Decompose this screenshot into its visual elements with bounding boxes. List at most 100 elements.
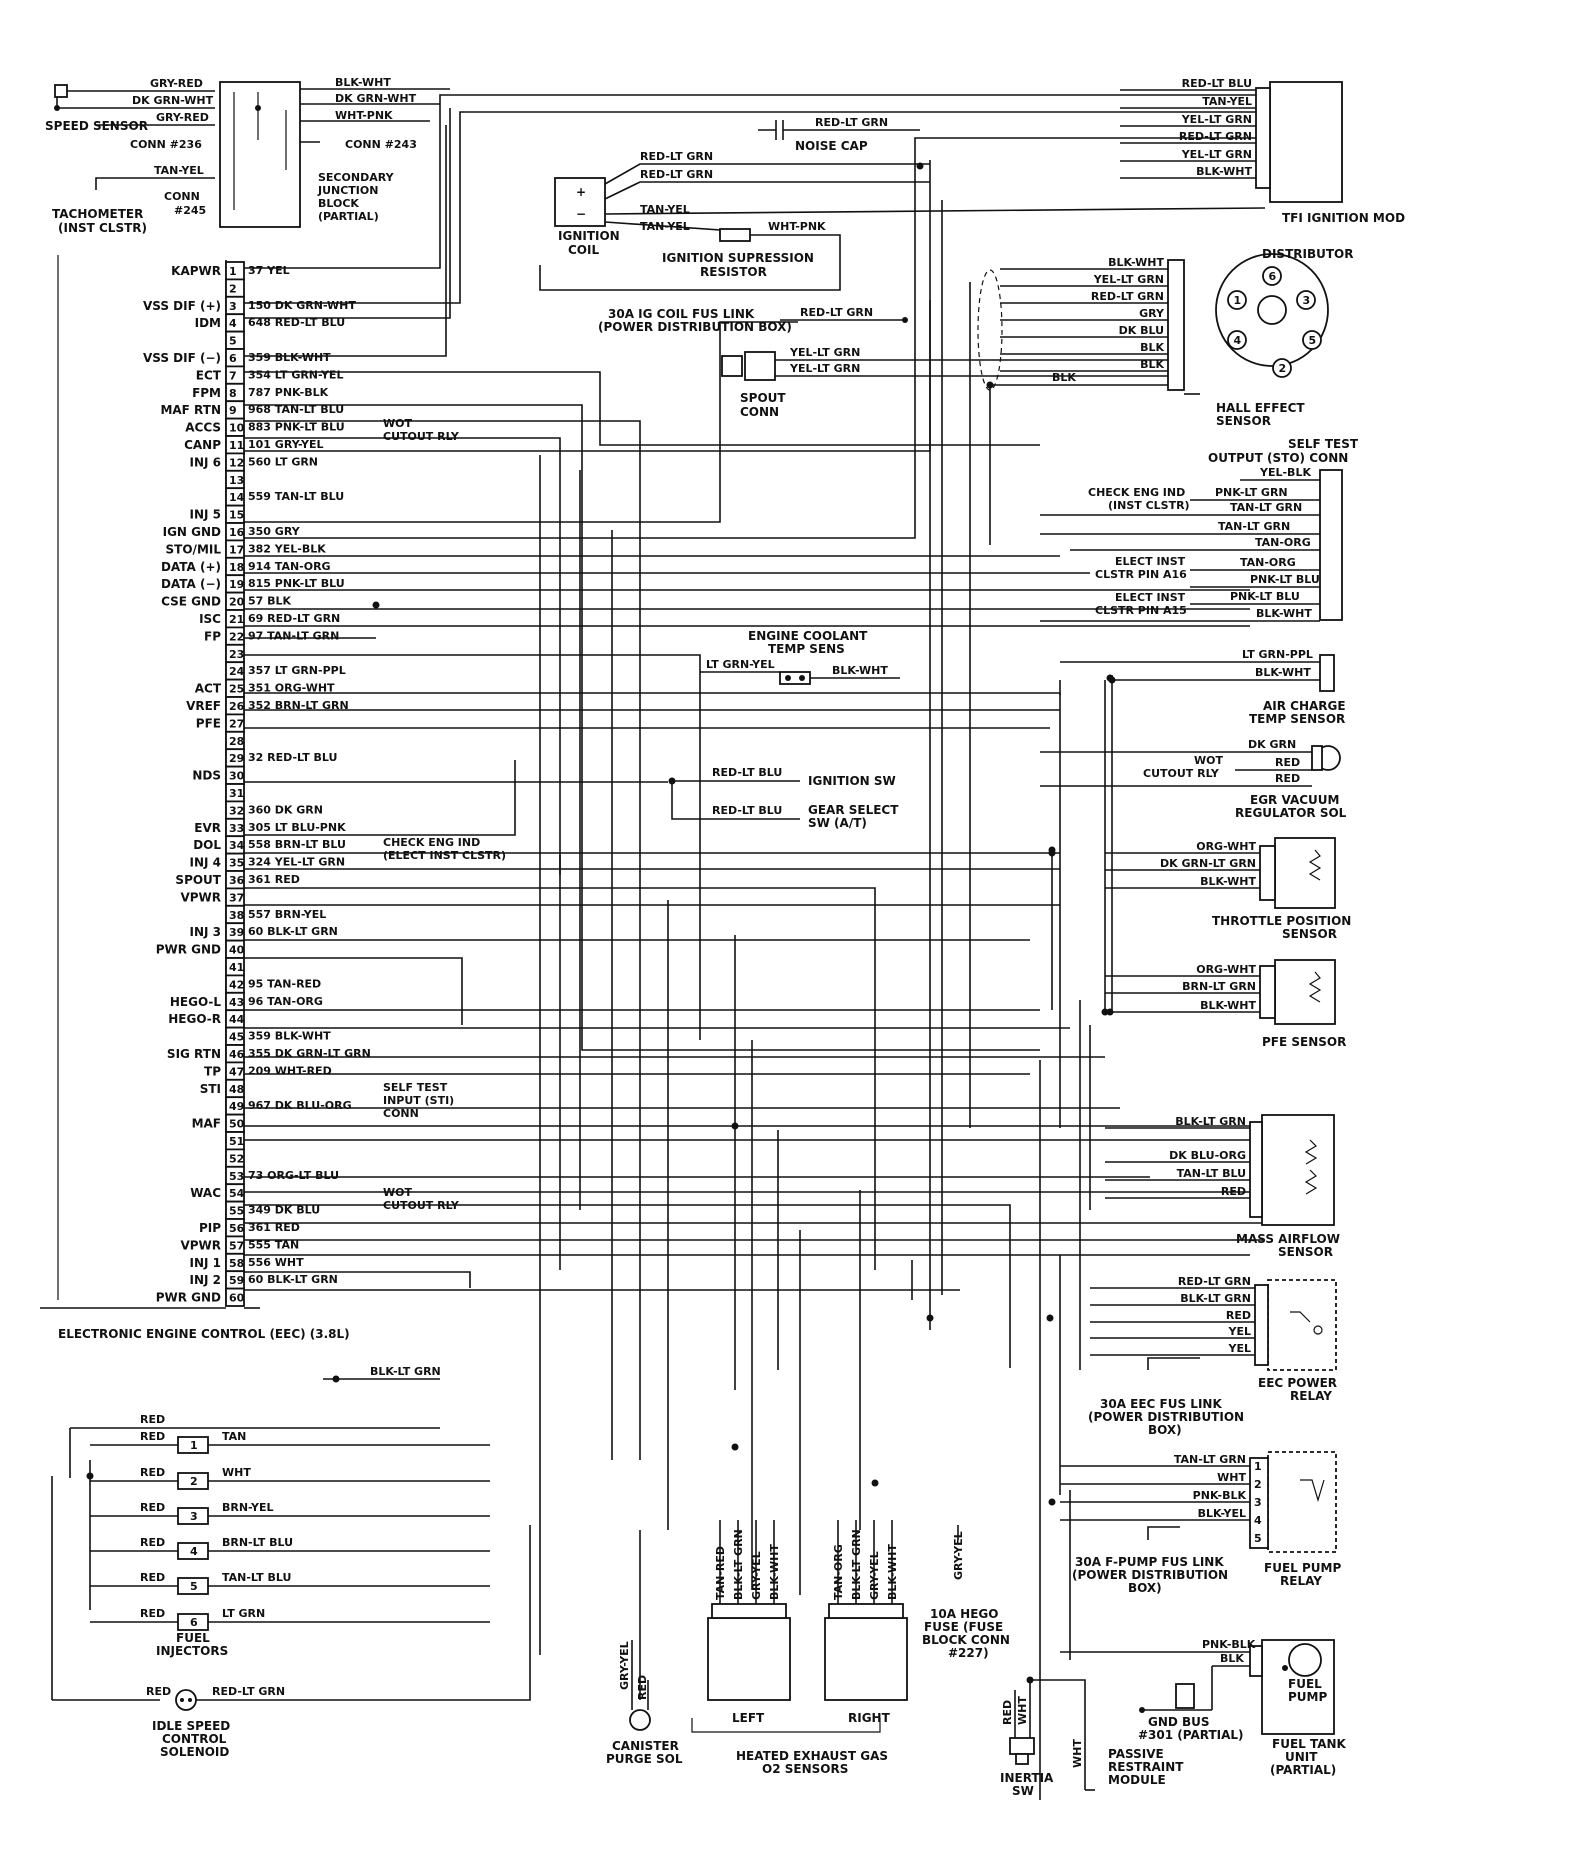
eec-fus-2: (POWER DISTRIBUTION [1088, 1410, 1244, 1424]
wire-label: LT GRN-YEL [706, 658, 775, 671]
act-label-2: TEMP SENSOR [1249, 712, 1345, 726]
wire-label: RED-LT BLU [712, 766, 782, 779]
eec-pin-number: 16 [229, 526, 245, 539]
hego-right-label: RIGHT [848, 1711, 891, 1725]
eec-pin-wire: 355 DK GRN-LT GRN [248, 1047, 371, 1060]
hego-right-wire-label: BLK-LT GRN [850, 1529, 863, 1600]
wire-label: WHT-PNK [768, 220, 826, 233]
eec-pin-number: 22 [229, 630, 244, 643]
sjb-label: SECONDARY JUNCTION BLOCK (PARTIAL) [317, 171, 397, 223]
eec-pin-function: VSS DIF (−) [143, 351, 221, 365]
maf-wire-label: DK BLU-ORG [1169, 1149, 1246, 1162]
eec-pin-wire: 815 PNK-LT BLU [248, 577, 345, 590]
distributor-wire-label: BLK-WHT [1108, 256, 1164, 269]
eec-pin-function: MAF [192, 1117, 221, 1131]
tfi-wire-label: RED-LT BLU [1182, 77, 1252, 90]
eec-pin-number: 47 [229, 1065, 244, 1078]
eec-pin-number: 60 [229, 1292, 245, 1305]
eec-title: ELECTRONIC ENGINE CONTROL (EEC) (3.8L) [58, 1327, 350, 1341]
ignition-coil: + − IGNITION COIL [539, 163, 1266, 291]
fuel-relay-pin: 3 [1254, 1496, 1262, 1509]
eec-pin-number: 32 [229, 804, 244, 817]
tfi-ignition-module: TFI IGNITION MOD [1255, 81, 1405, 225]
maf-label: MASS AIRFLOW [1236, 1232, 1340, 1246]
eec-pin-wire: 60 BLK-LT GRN [248, 1273, 338, 1286]
fus-link-sub: (POWER DISTRIBUTION BOX) [598, 320, 792, 334]
eec-pin-wire: 209 WHT-RED [248, 1064, 332, 1077]
eec-pin-number: 39 [229, 926, 244, 939]
eec-relay-label: EEC POWER [1258, 1376, 1337, 1390]
eec-pin-function: DATA (−) [161, 577, 221, 591]
eec-pin-function: INJ 6 [190, 455, 222, 469]
tfi-wire-label: YEL-LT GRN [1181, 148, 1252, 161]
wire-label: RED [636, 1675, 649, 1700]
eec-pin-function: INJ 2 [190, 1273, 222, 1287]
distributor-pin [1262, 266, 1282, 286]
pfe-wire-label: BLK-WHT [1200, 999, 1256, 1012]
eec-pin-function: HEGO-L [170, 995, 221, 1009]
hego-fuse-4: #227) [948, 1646, 989, 1660]
eec-pin-number: 53 [229, 1170, 244, 1183]
hego-left-wire-label: TAN-RED [714, 1546, 727, 1600]
eec-relay-wire-label: YEL [1228, 1342, 1252, 1355]
distributor-pin [1302, 330, 1322, 350]
eec-pin-wire: 359 BLK-WHT [248, 1030, 331, 1043]
eec-pin-number: 14 [229, 491, 245, 504]
distributor-pin [1227, 290, 1247, 310]
eec-pin-wire: 97 TAN-LT GRN [248, 629, 339, 642]
wot-cutout-label-1: WOT [383, 417, 412, 430]
injector-number: 1 [190, 1439, 198, 1452]
eec-pin-wire: 557 BRN-YEL [248, 908, 326, 921]
fp-fus-3: BOX) [1128, 1581, 1162, 1595]
injector-number: 6 [190, 1616, 198, 1629]
ignition-sw-label: IGNITION SW [808, 774, 896, 788]
elect15-label: ELECT INST [1115, 591, 1186, 604]
eec-fus-3: BOX) [1148, 1423, 1182, 1437]
hall-label-2: SENSOR [1216, 414, 1271, 428]
eec-pin-wire: 787 PNK-BLK [248, 386, 329, 399]
gnd-bus-label-2: #301 (PARTIAL) [1138, 1728, 1244, 1742]
tps-wire-label: ORG-WHT [1196, 840, 1256, 853]
egr-label-2: REGULATOR SOL [1235, 806, 1347, 820]
injector-wire-label: TAN-LT BLU [222, 1571, 291, 1584]
sti-label-3: CONN [383, 1107, 419, 1120]
eec-pin-wire: 69 RED-LT GRN [248, 612, 340, 625]
fuel-relay-wire-label: TAN-LT GRN [1174, 1453, 1246, 1466]
eec-relay-wire-label: YEL [1228, 1325, 1252, 1338]
eec-pin-wire: 101 GRY-YEL [248, 438, 323, 451]
eec-pin-function: PFE [196, 716, 221, 730]
eec-pin-function: VREF [186, 699, 221, 713]
hego-left-wire-label: BLK-LT GRN [732, 1529, 745, 1600]
conn-236-label: CONN #236 [130, 138, 202, 151]
wire-label: TAN-ORG [1240, 556, 1296, 569]
coil-label-2: COIL [568, 243, 599, 257]
eec-pin-wire: 57 BLK [248, 595, 292, 608]
eec-pin-number: 48 [229, 1083, 244, 1096]
eec-pin-number: 51 [229, 1135, 244, 1148]
eec-pin-number: 31 [229, 787, 244, 800]
pfe-wire-label: BRN-LT GRN [1182, 980, 1256, 993]
tps-label-2: SENSOR [1282, 927, 1337, 941]
wire-label: TAN-LT GRN [1230, 501, 1302, 514]
wire-label: PNK-LT BLU [1250, 573, 1320, 586]
wire-label: RED-LT GRN [640, 168, 713, 181]
eec-pin-wire: 559 TAN-LT BLU [248, 490, 344, 503]
injector-number: 2 [190, 1475, 198, 1488]
eec-pin-number: 27 [229, 717, 244, 730]
wire-label: DK GRN-WHT [335, 92, 417, 105]
distributor-pin-number: 2 [1279, 362, 1287, 375]
wire-label: BLK-WHT [1255, 666, 1311, 679]
passive-label-2: RESTRAINT [1108, 1760, 1184, 1774]
injector-red-label: RED [140, 1430, 165, 1443]
eec-pin-function: TP [204, 1064, 221, 1078]
isc-label: IDLE SPEED [152, 1719, 230, 1733]
eec-pin-function: ACCS [185, 421, 221, 435]
hego-label-2: O2 SENSORS [762, 1762, 848, 1776]
fuel-tank-label-2: UNIT [1285, 1750, 1318, 1764]
eec-pin-number: 13 [229, 474, 244, 487]
eec-pin-number: 6 [229, 352, 237, 365]
distributor-pin-number: 4 [1234, 334, 1242, 347]
